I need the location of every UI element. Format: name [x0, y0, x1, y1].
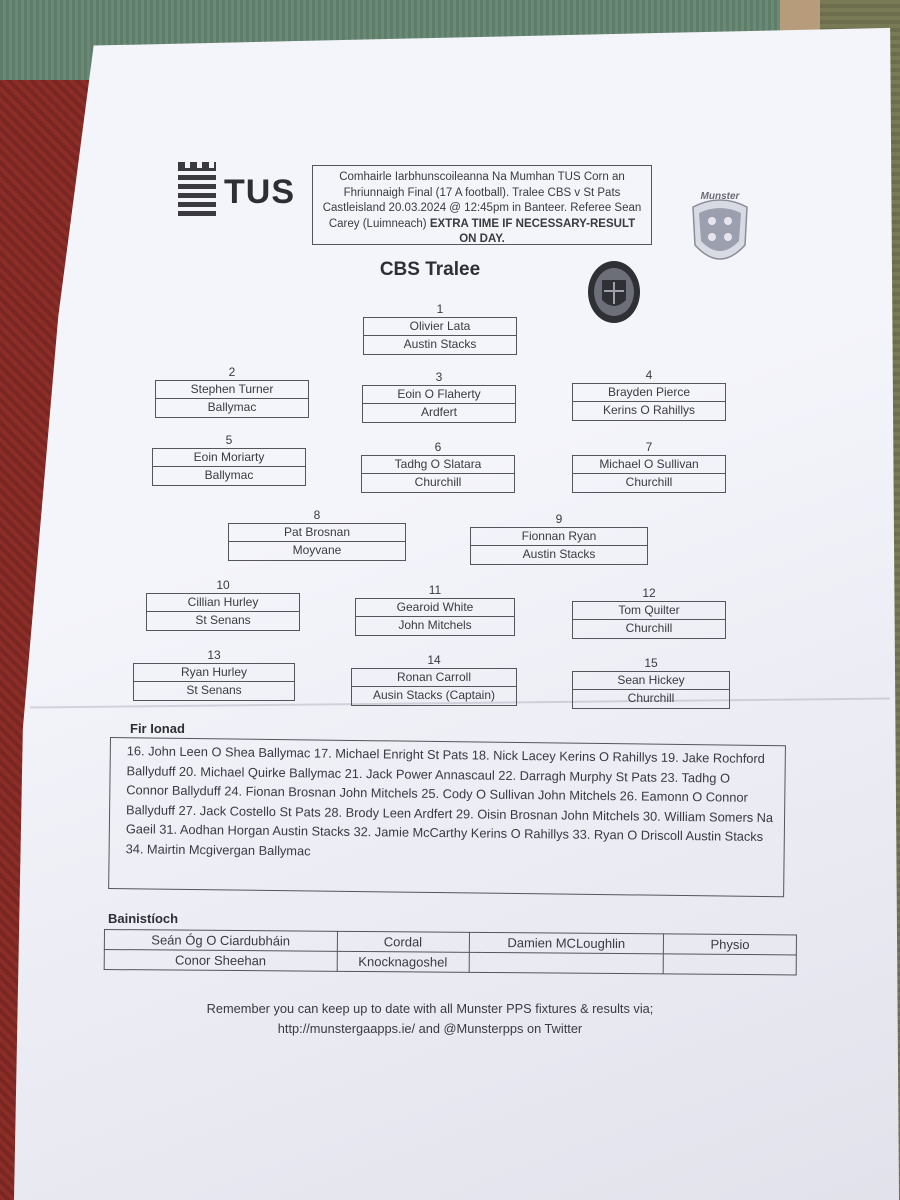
player-club: Churchill [625, 475, 673, 489]
management-heading: Bainistíoch [108, 911, 179, 926]
footer-line-1: Remember you can keep up to date with al… [206, 1001, 654, 1016]
player-club: Kerins O Rahillys [602, 403, 696, 417]
school-crest-icon [588, 261, 640, 323]
player-number: 12 [642, 586, 656, 600]
player-number: 11 [428, 583, 442, 597]
match-info-text: Comhairle Iarbhunscoileanna Na Mumhan TU… [322, 171, 642, 230]
management-table: Seán Óg O Ciardubháin Cordal Damien MCLo… [104, 929, 797, 975]
player-club: Ballymac [204, 468, 254, 482]
player-number: 14 [427, 653, 441, 667]
table-cell: Seán Óg O Ciardubháin [104, 929, 338, 952]
munster-crest-icon: Munster [692, 191, 748, 260]
player-number: 8 [313, 508, 321, 522]
player-club: Moyvane [292, 543, 342, 557]
player-number: 7 [645, 440, 653, 454]
player-name: Tom Quilter [573, 602, 725, 620]
munster-crest-text: Munster [701, 191, 741, 202]
table-cell: Damien MCLoughlin [468, 932, 664, 954]
match-info-box: Comhairle Iarbhunscoileanna Na Mumhan TU… [312, 165, 652, 245]
player-number: 9 [555, 512, 563, 526]
player-club: Churchill [625, 621, 673, 635]
player-number: 15 [644, 656, 658, 670]
player-name: Eoin Moriarty [153, 449, 305, 467]
player-name: Fionnan Ryan [471, 528, 647, 546]
team-sheet-paper [14, 27, 899, 1200]
player-name: Ryan Hurley [134, 664, 294, 682]
player-name: Cillian Hurley [147, 594, 299, 612]
player-number: 10 [216, 578, 230, 592]
player-name: Pat Brosnan [229, 524, 405, 542]
subs-box: 16. John Leen O Shea Ballymac 17. Michae… [108, 737, 786, 898]
subs-list-text: 16. John Leen O Shea Ballymac 17. Michae… [125, 743, 774, 858]
tus-logo: TUS [178, 162, 295, 216]
footer-note: Remember you can keep up to date with al… [180, 999, 680, 1039]
table-cell: Physio [663, 933, 797, 955]
player-club: John Mitchels [398, 618, 472, 632]
table-cell: Conor Sheehan [104, 949, 337, 972]
player-club: Churchill [414, 475, 462, 489]
table-cell: Knocknagoshel [336, 951, 469, 973]
player-name: Brayden Pierce [573, 384, 725, 402]
player-name: Ronan Carroll [352, 669, 516, 687]
table-cell [663, 953, 797, 975]
player-name: Michael O Sullivan [573, 456, 725, 474]
player-name: Stephen Turner [156, 381, 308, 399]
player-name: Gearoid White [356, 599, 514, 617]
player-number: 2 [228, 365, 236, 379]
footer-line-2: http://munstergaapps.ie/ and @Munsterpps… [277, 1021, 583, 1036]
player-club: Austin Stacks [403, 337, 477, 351]
subs-heading: Fir Ionad [130, 721, 185, 736]
match-info-bold: EXTRA TIME IF NECESSARY-RESULT ON DAY. [429, 217, 636, 246]
player-club: St Senans [186, 683, 242, 697]
player-number: 3 [435, 370, 443, 384]
player-club: Churchill [627, 691, 675, 705]
team-title: CBS Tralee [379, 259, 481, 280]
player-name: Eoin O Flaherty [363, 386, 515, 404]
tus-logo-text: TUS [224, 172, 295, 211]
player-club: St Senans [195, 613, 251, 627]
paper-shading [14, 27, 899, 1200]
player-number: 6 [434, 440, 442, 454]
tus-castle-icon [178, 162, 216, 216]
table-cell: Cordal [336, 931, 469, 953]
player-number: 5 [225, 433, 233, 447]
player-number: 4 [645, 368, 653, 382]
table-cell [468, 952, 664, 974]
player-club: Ballymac [207, 400, 257, 414]
player-club: Ausin Stacks (Captain) [372, 688, 496, 702]
player-number: 13 [207, 648, 221, 662]
player-club: Austin Stacks [522, 547, 596, 561]
player-name: Olivier Lata [364, 318, 516, 336]
player-name: Sean Hickey [573, 672, 729, 690]
player-club: Ardfert [420, 405, 457, 419]
player-number: 1 [436, 302, 444, 316]
player-name: Tadhg O Slatara [362, 456, 514, 474]
